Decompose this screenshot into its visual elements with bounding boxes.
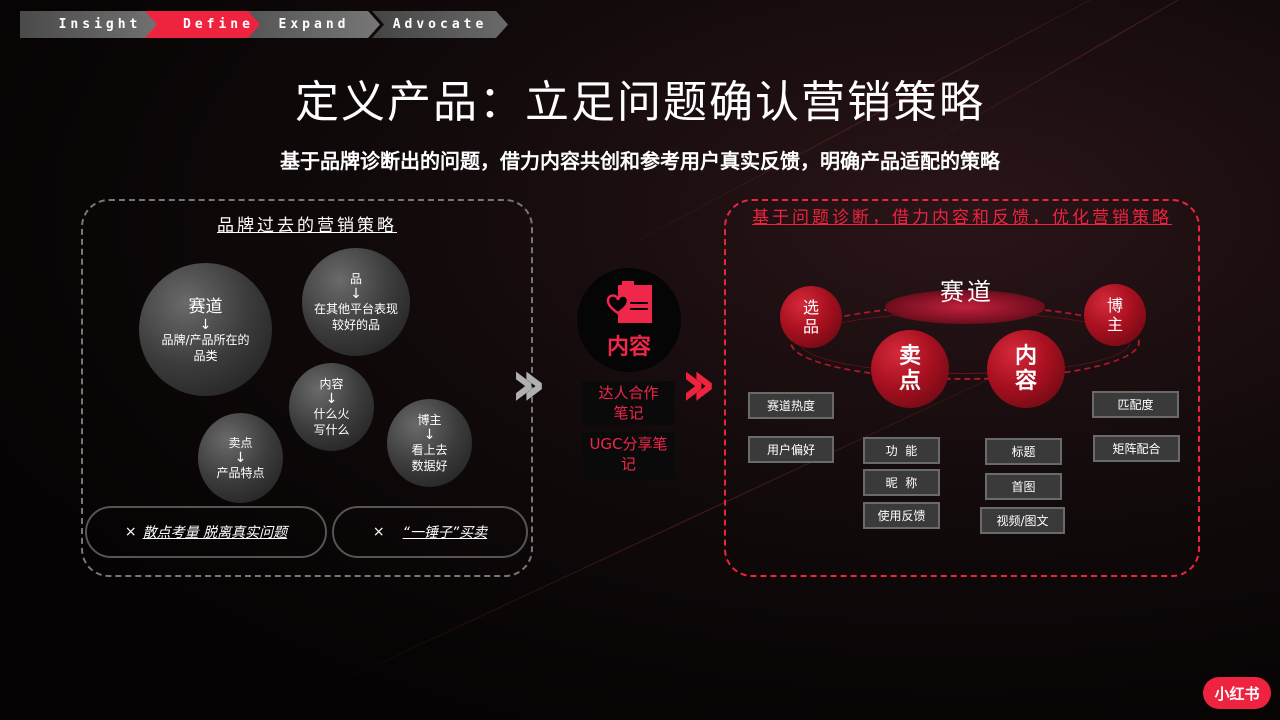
tag-usage-feedback: 使用反馈 [863, 502, 940, 529]
ball-head: 品 [349, 272, 362, 286]
ball-product-selection: 选品 [780, 286, 842, 348]
ball-selling-point: 卖点 [871, 330, 949, 408]
tag-kol-notes: 达人合作笔记 [582, 381, 675, 425]
stage-label: Advocate [392, 17, 488, 32]
ball-content: 内容 [987, 330, 1065, 408]
stage-navigation: Insight Define Expand Advocate [20, 11, 490, 38]
ball-product: 品 ↓ 在其他平台表现较好的品 [302, 248, 410, 356]
ball-track: 赛道 ↓ 品牌/产品所在的品类 [139, 263, 272, 396]
ball-label: 选品 [802, 298, 819, 336]
tag-text: 用户偏好 [766, 443, 815, 457]
tag-user-preference: 用户偏好 [748, 436, 834, 463]
tag-function: 功 能 [863, 437, 940, 464]
tag-ugc-notes: UGC分享笔记 [582, 432, 675, 480]
page-subtitle: 基于品牌诊断出的问题，借力内容共创和参考用户真实反馈，明确产品适配的策略 [280, 149, 1000, 173]
tag-text: 匹配度 [1117, 398, 1154, 412]
ball-content: 内容 ↓ 什么火写什么 [289, 363, 374, 451]
cross-icon: × [124, 524, 137, 540]
arrow-down-icon: ↓ [234, 450, 247, 466]
xiaohongshu-logo: 小红书 [1203, 677, 1271, 709]
ball-body: 在其他平台表现较好的品 [313, 302, 398, 332]
past-strategy-title: 品牌过去的营销策略 [217, 216, 397, 236]
page-title: 定义产品：立足问题确认营销策略 [295, 77, 985, 128]
chevron-right-red-icon: ›› [680, 347, 717, 421]
ball-body: 品牌/产品所在的品类 [161, 332, 250, 363]
center-disc [885, 290, 1045, 324]
content-hub: 内容 [577, 268, 681, 372]
problem-text: “一锤子”买卖 [402, 525, 488, 541]
stage-label: Define [183, 17, 254, 32]
tag-text: UGC分享笔记 [589, 435, 668, 473]
tag-text: 赛道热度 [766, 399, 815, 413]
stage-label: Expand [278, 17, 350, 32]
tag-text: 使用反馈 [877, 509, 926, 523]
tag-matrix-cooperation: 矩阵配合 [1093, 435, 1180, 462]
tag-text: 首图 [1011, 480, 1036, 494]
tag-cover-image: 首图 [985, 473, 1062, 500]
arrow-down-icon: ↓ [423, 427, 436, 443]
arrow-down-icon: ↓ [350, 286, 362, 302]
chevron-right-gray-icon: ›› [510, 347, 547, 421]
ball-body: 产品特点 [216, 466, 265, 480]
content-hub-label: 内容 [606, 335, 651, 360]
ball-label: 卖点 [898, 344, 921, 394]
ball-blogger: 博主 ↓ 看上去数据好 [387, 399, 472, 487]
ball-label: 博主 [1106, 296, 1123, 334]
tag-text: 达人合作笔记 [598, 384, 659, 422]
tag-text: 昵 称 [885, 476, 918, 490]
stage-label: Insight [58, 17, 142, 32]
tag-video-article: 视频/图文 [980, 507, 1065, 534]
tag-match-degree: 匹配度 [1092, 391, 1179, 418]
ball-label: 内容 [1014, 344, 1037, 394]
arrow-down-icon: ↓ [325, 391, 338, 407]
tag-text: 视频/图文 [996, 514, 1049, 528]
ball-body: 什么火写什么 [313, 407, 350, 437]
stage-advocate[interactable]: Advocate [372, 11, 508, 38]
past-strategy-panel: 品牌过去的营销策略 [81, 199, 533, 577]
arrow-down-icon: ↓ [199, 316, 212, 333]
ball-body: 看上去数据好 [411, 443, 448, 473]
tag-text: 标题 [1011, 445, 1036, 459]
optimized-strategy-panel: 基于问题诊断，借力内容和反馈，优化营销策略 [724, 199, 1200, 577]
ball-head: 卖点 [228, 436, 253, 450]
problem-scattered: × 散点考量 脱离真实问题 [85, 506, 327, 558]
problem-text: 散点考量 脱离真实问题 [142, 525, 288, 541]
ball-head: 赛道 [188, 296, 223, 317]
tag-text: 矩阵配合 [1112, 442, 1161, 456]
ball-head: 博主 [417, 413, 442, 427]
ball-head: 内容 [319, 377, 344, 391]
clipboard-heart-icon [606, 281, 652, 323]
problem-one-shot: × “一锤子”买卖 [332, 506, 528, 558]
tag-text: 功 能 [885, 444, 918, 458]
center-track-label: 赛道 [940, 278, 994, 306]
ball-selling-point: 卖点 ↓ 产品特点 [198, 413, 283, 503]
tag-title: 标题 [985, 438, 1062, 465]
tag-track-heat: 赛道热度 [748, 392, 834, 419]
ball-blogger: 博主 [1084, 284, 1146, 346]
cross-icon: × [372, 524, 385, 540]
optimized-strategy-title: 基于问题诊断，借力内容和反馈，优化营销策略 [752, 208, 1172, 228]
stage-expand[interactable]: Expand [248, 11, 380, 38]
tag-nickname: 昵 称 [863, 469, 940, 496]
